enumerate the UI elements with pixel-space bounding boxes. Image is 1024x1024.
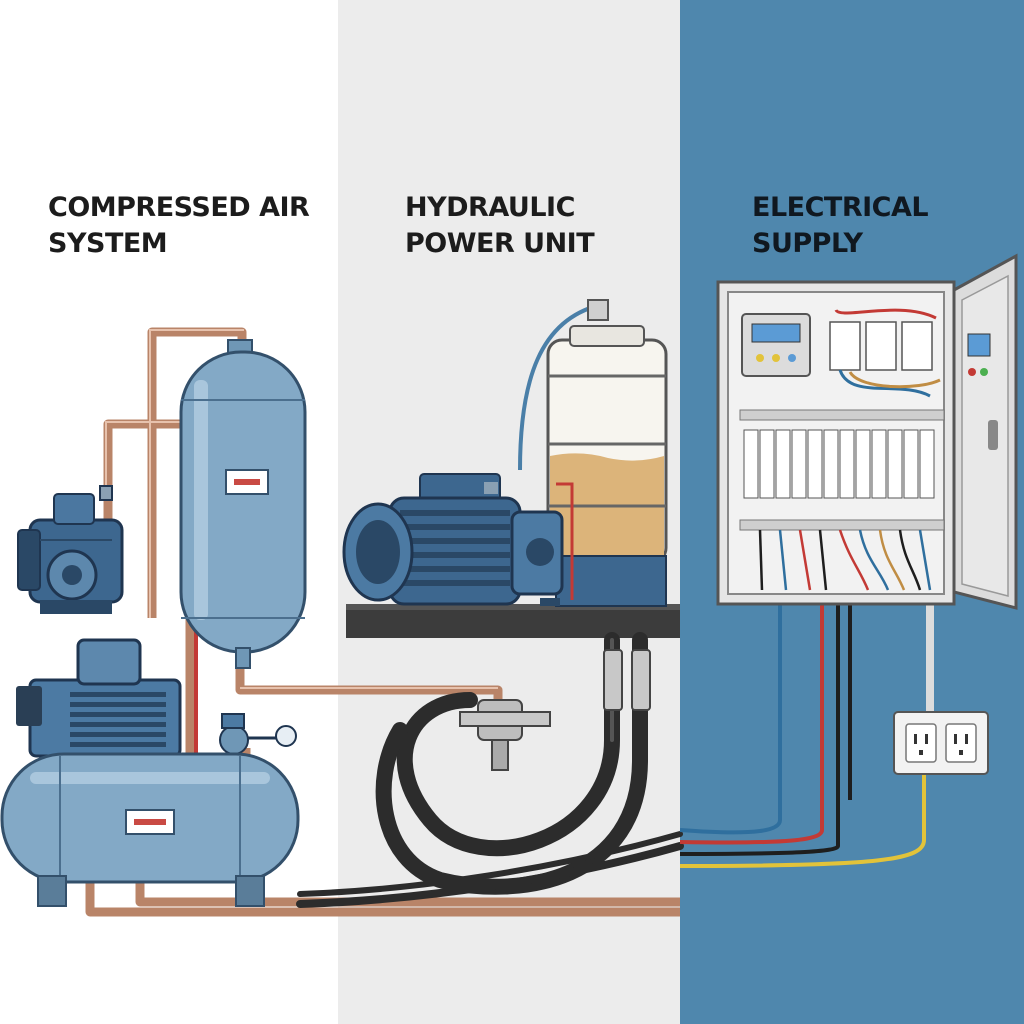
hydraulic-title-line-1: HYDRAULIC bbox=[405, 192, 575, 223]
valve-icon bbox=[459, 699, 551, 771]
hydraulic-reservoir-icon bbox=[518, 299, 668, 564]
compressed-air-title: COMPRESSED AIR SYSTEM bbox=[48, 190, 310, 262]
electrical-title-line-2: SUPPLY bbox=[752, 228, 863, 259]
power-outlet-icon bbox=[893, 711, 989, 775]
electrical-equipment bbox=[679, 253, 1018, 868]
electric-motor-icon bbox=[17, 485, 124, 614]
air-compressor-icon bbox=[16, 638, 297, 758]
electric-motor-icon bbox=[342, 473, 564, 606]
electrical-title: ELECTRICAL SUPPLY bbox=[752, 190, 929, 262]
electrical-title-line-1: ELECTRICAL bbox=[752, 192, 929, 223]
air-receiver-tank-icon bbox=[179, 339, 307, 669]
compressed-air-title-line-1: COMPRESSED AIR bbox=[48, 192, 310, 223]
hydraulic-title-line-2: POWER UNIT bbox=[405, 228, 595, 259]
compressed-air-title-line-2: SYSTEM bbox=[48, 228, 168, 259]
terminal-block-icon bbox=[743, 429, 935, 499]
hydraulic-title: HYDRAULIC POWER UNIT bbox=[405, 190, 595, 262]
hydraulic-equipment bbox=[296, 299, 684, 908]
horizontal-air-tank-icon bbox=[0, 752, 300, 907]
electrical-cabinet-icon bbox=[716, 253, 1018, 610]
compressed-air-equipment bbox=[0, 327, 680, 917]
